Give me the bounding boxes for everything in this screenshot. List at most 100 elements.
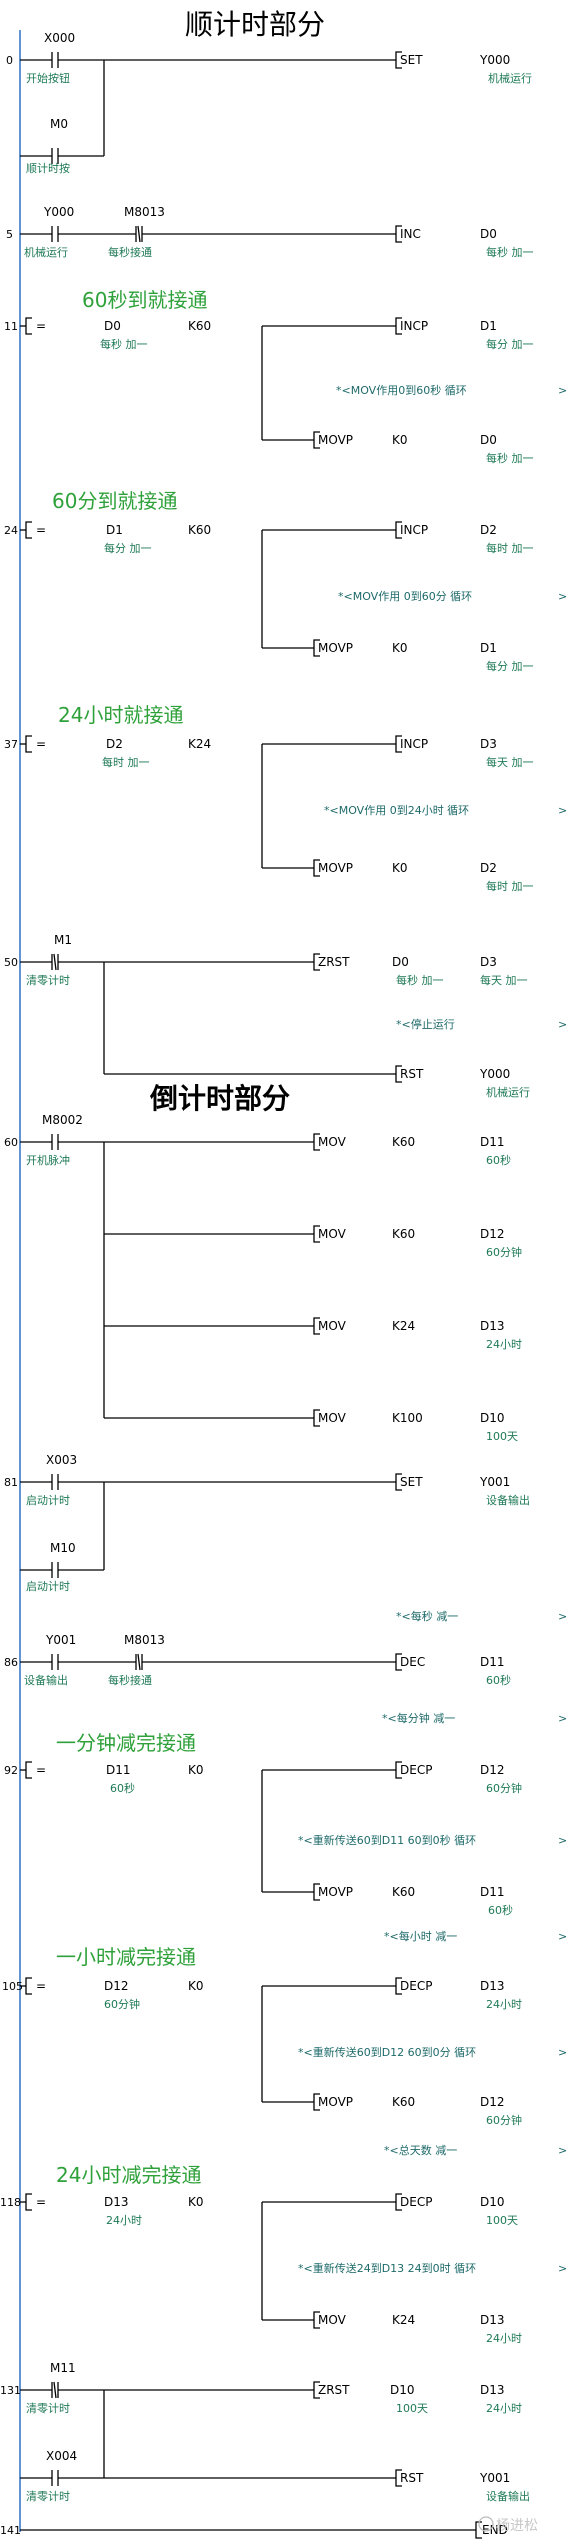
operand-d2-comment: 每时 加一 — [486, 879, 534, 893]
rung-11: 60秒到就接通 11 = D0 每秒 加一 K60 INCP D1 每分 加一 … — [4, 288, 567, 465]
compare-a: D2 — [106, 737, 123, 751]
operand-d0: D0 — [480, 433, 497, 447]
svg-text:>: > — [558, 2046, 567, 2059]
rung-118: *<总天数 减一 > 24小时减完接通 118 = D13 24小时 K0 DE… — [0, 2143, 567, 2345]
instr-movp: MOVP — [318, 641, 353, 655]
operand-k100: K100 — [392, 1411, 423, 1425]
operand-d10: D10 — [480, 2195, 505, 2209]
contact-x003: X003 — [46, 1453, 77, 1467]
step-number: 86 — [4, 1656, 18, 1669]
compare-b: K60 — [188, 319, 211, 333]
contact-m8013-comment: 每秒接通 — [108, 1673, 152, 1687]
rung-37: 24小时就接通 37 = D2 每时 加一 K24 INCP D3 每天 加一 … — [4, 703, 567, 893]
compare-a: D1 — [106, 523, 123, 537]
step-number: 81 — [4, 1476, 18, 1489]
instr-incp: INCP — [400, 523, 428, 537]
rung-105-note-top: *<每小时 减一 — [384, 1929, 457, 1943]
rung-118-note: *<重新传送24到D13 24到0时 循环 — [298, 2261, 476, 2275]
operand-d12: D12 — [480, 1763, 505, 1777]
svg-text:>: > — [558, 1712, 567, 1725]
rung-92-note: *<重新传送60到D11 60到0秒 循环 — [298, 1833, 476, 1847]
rung-24-note: *<MOV作用 0到60分 循环 — [338, 590, 472, 603]
rung-37-note: *<MOV作用 0到24小时 循环 — [324, 804, 469, 817]
rung-86: *<每秒 减一 > 86 Y001 设备输出 M8013 每秒接通 DEC D1… — [4, 1609, 567, 1687]
svg-text:>: > — [558, 1610, 567, 1623]
rung-37-heading: 24小时就接通 — [58, 703, 183, 727]
contact-m8013: M8013 — [124, 1633, 165, 1647]
rung-118-heading: 24小时减完接通 — [56, 2163, 201, 2187]
instr-rst: RST — [400, 1067, 424, 1081]
contact-y000-comment: 机械运行 — [24, 245, 68, 259]
rung-11-note: *<MOV作用0到60秒 循环 — [336, 383, 467, 397]
operand-k60: K60 — [392, 1227, 415, 1241]
operand-d13-comment: 24小时 — [486, 1338, 522, 1351]
step-number: 92 — [4, 1764, 18, 1777]
compare-operator: = — [36, 2195, 46, 2209]
contact-x000: X000 — [44, 31, 75, 45]
rung-24-heading: 60分到就接通 — [52, 489, 177, 513]
rung-105-heading: 一小时减完接通 — [56, 1945, 196, 1969]
compare-operator: = — [36, 319, 46, 333]
operand-d13-comment: 24小时 — [486, 1998, 522, 2011]
step-number: 50 — [4, 956, 18, 969]
operand-d11-comment: 60秒 — [488, 1903, 513, 1917]
operand-y001: Y001 — [479, 2471, 510, 2485]
instr-mov: MOV — [318, 1319, 347, 1333]
compare-a-comment: 每秒 加一 — [100, 337, 148, 351]
contact-y001-comment: 设备输出 — [24, 1673, 68, 1687]
instr-mov: MOV — [318, 1135, 347, 1149]
operand-k24: K24 — [392, 2313, 415, 2327]
contact-m10-comment: 启动计时 — [26, 1580, 70, 1593]
operand-d13-comment: 24小时 — [486, 2332, 522, 2345]
operand-d11-comment: 60秒 — [486, 1153, 511, 1167]
rung-24: 60分到就接通 24 = D1 每分 加一 K60 INCP D2 每时 加一 … — [4, 489, 567, 673]
contact-x003-comment: 启动计时 — [26, 1494, 70, 1507]
rung-131: 131 M11 清零计时 ZRST D10 100天 D13 24小时 X004… — [0, 2361, 530, 2503]
contact-y001: Y001 — [45, 1633, 76, 1647]
instr-zrst: ZRST — [318, 2383, 350, 2397]
compare-operator: = — [36, 1979, 46, 1993]
svg-text:>: > — [558, 1930, 567, 1943]
operand-d10: D10 — [480, 1411, 505, 1425]
instr-decp: DECP — [400, 2195, 432, 2209]
step-number: 141 — [0, 2524, 21, 2537]
rung-0: 0 X000 开始按钮 M0 顺计时按 SET Y000 机械运行 — [6, 31, 532, 175]
rung-11-heading: 60秒到就接通 — [82, 288, 207, 312]
contact-x004-comment: 清零计时 — [26, 2490, 70, 2503]
compare-b: K24 — [188, 737, 211, 751]
instr-zrst: ZRST — [318, 955, 350, 969]
rung-141: 141 END 杨进松 — [0, 2516, 538, 2539]
svg-text:>: > — [558, 2262, 567, 2275]
operand-d0-comment: 每秒 加一 — [486, 451, 534, 465]
rung-92-note-top: *<每分钟 减一 — [382, 1711, 455, 1725]
operand-d11: D11 — [480, 1135, 505, 1149]
operand-d2: D2 — [480, 523, 497, 537]
operand-y000: Y000 — [479, 53, 510, 67]
compare-a-comment: 24小时 — [106, 2214, 142, 2227]
operand-d11-comment: 60秒 — [486, 1673, 511, 1687]
compare-operator: = — [36, 1763, 46, 1777]
operand-d12-comment: 60分钟 — [486, 1781, 522, 1795]
contact-m10: M10 — [50, 1541, 76, 1555]
rung-105-note: *<重新传送60到D12 60到0分 循环 — [298, 2045, 476, 2059]
rung-81: 81 X003 启动计时 M10 启动计时 SET Y001 设备输出 — [4, 1453, 530, 1593]
step-number: 118 — [0, 2196, 21, 2209]
contact-m0: M0 — [50, 117, 68, 131]
operand-y001-comment: 设备输出 — [486, 1493, 530, 1507]
rung-5: 5 Y000 机械运行 M8013 每秒接通 INC D0 每秒 加一 — [6, 205, 534, 259]
operand-d0: D0 — [392, 955, 409, 969]
compare-operator: = — [36, 737, 46, 751]
operand-d11: D11 — [480, 1885, 505, 1899]
contact-m11: M11 — [50, 2361, 76, 2375]
operand-d13: D13 — [480, 2313, 505, 2327]
instr-movp: MOVP — [318, 1885, 353, 1899]
operand-d3-comment: 每天 加一 — [486, 755, 534, 769]
operand-y001: Y001 — [479, 1475, 510, 1489]
operand-d11: D11 — [480, 1655, 505, 1669]
instr-set: SET — [400, 53, 423, 67]
rung-105: *<每小时 减一 > 一小时减完接通 105 = D12 60分钟 K0 DEC… — [2, 1929, 567, 2127]
operand-d0: D0 — [480, 227, 497, 241]
operand-d1-comment: 每分 加一 — [486, 659, 534, 673]
operand-d13: D13 — [480, 1979, 505, 1993]
compare-a: D13 — [104, 2195, 129, 2209]
